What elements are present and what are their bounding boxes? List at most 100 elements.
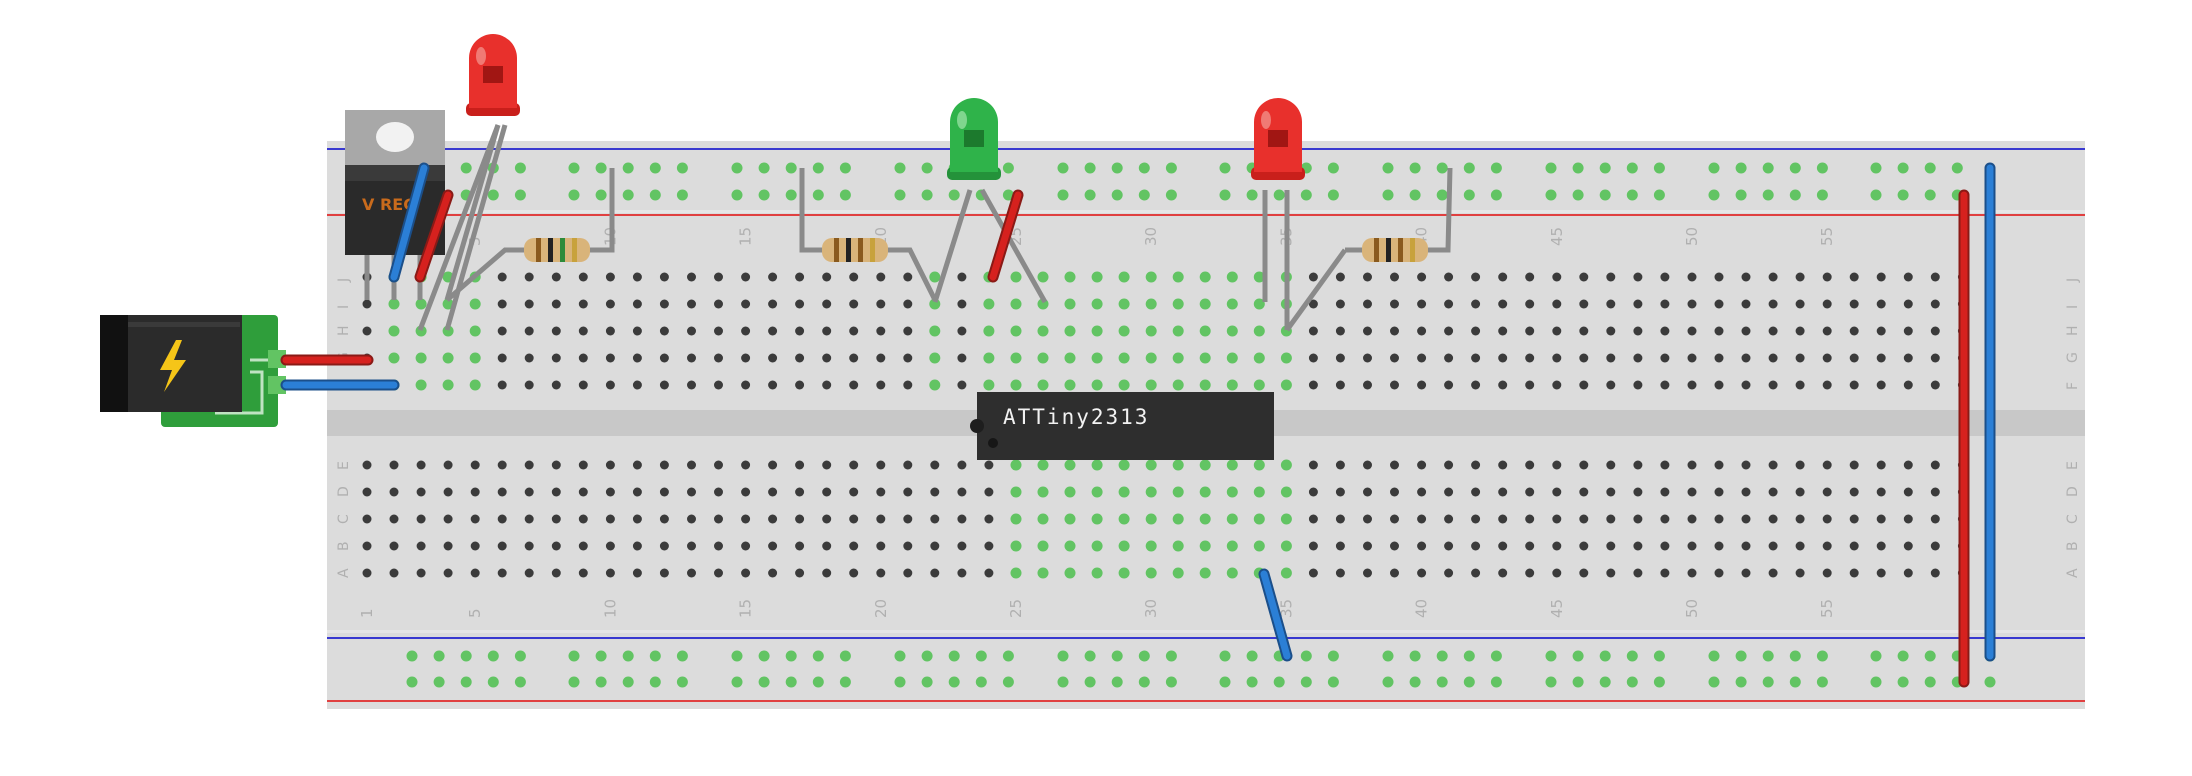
breadboard-hole [849, 272, 859, 282]
breadboard-hole [1795, 272, 1805, 282]
breadboard-hole [469, 379, 481, 391]
led-green-shine [957, 111, 967, 129]
breadboard-hole [1253, 352, 1265, 364]
power-jack [100, 315, 286, 427]
breadboard-hole [1226, 540, 1238, 552]
rail-hole [1653, 676, 1665, 688]
rail-hole [785, 189, 797, 201]
breadboard-hole [687, 541, 696, 551]
breadboard-hole [1091, 567, 1103, 579]
led-green-leg-1 [932, 189, 973, 303]
breadboard-hole [1498, 272, 1508, 282]
breadboard-hole [1849, 487, 1859, 497]
breadboard-hole [876, 541, 886, 551]
breadboard-hole [551, 541, 561, 551]
breadboard-hole [362, 487, 372, 497]
breadboard-hole [849, 326, 859, 336]
rail-hole [460, 162, 472, 174]
breadboard-hole [1091, 459, 1103, 471]
breadboard-hole [687, 380, 696, 390]
rail-hole [812, 650, 824, 662]
breadboard-hole [442, 298, 454, 310]
breadboard-hole [687, 299, 696, 309]
rail-hole [1111, 650, 1123, 662]
breadboard-hole [1687, 460, 1697, 470]
breadboard-hole [497, 514, 507, 524]
breadboard-hole [524, 326, 534, 336]
breadboard-hole [984, 514, 994, 524]
rail-hole [1599, 162, 1611, 174]
led-left-leg-2 [444, 124, 508, 331]
breadboard-hole [1660, 514, 1670, 524]
breadboard-hole [1280, 352, 1292, 364]
row-letter: H [336, 325, 352, 336]
breadboard-hole [659, 272, 669, 282]
breadboard-hole [1363, 299, 1372, 309]
column-number-top: 50 [1683, 227, 1701, 246]
breadboard-hole [957, 299, 967, 309]
breadboard-hole [659, 541, 669, 551]
breadboard-hole [876, 568, 886, 578]
breadboard-hole [1037, 325, 1049, 337]
rail-hole [487, 676, 499, 688]
ic-label: ATTiny2313 [1003, 405, 1150, 429]
breadboard-hole [524, 541, 534, 551]
breadboard-hole [605, 380, 615, 390]
rail-hole [1924, 189, 1936, 201]
breadboard-hole [1172, 540, 1184, 552]
breadboard-hole [1903, 541, 1913, 551]
power-jack-pad-1 [268, 350, 286, 368]
breadboard-hole [1390, 326, 1399, 336]
led-red-left [466, 34, 520, 116]
rail-hole [1870, 162, 1882, 174]
breadboard-hole [1498, 299, 1508, 309]
row-letter: C [336, 514, 352, 524]
breadboard-hole [849, 541, 859, 551]
breadboard-hole [741, 514, 751, 524]
rail-hole [1653, 189, 1665, 201]
breadboard-hole [1822, 353, 1832, 363]
breadboard-hole [957, 326, 967, 336]
breadboard-holes [362, 162, 1996, 688]
breadboard-hole [443, 541, 453, 551]
rail-hole [839, 162, 851, 174]
wire-red-led-core [989, 191, 1022, 281]
breadboard-hole [1010, 567, 1022, 579]
rail-hole [1545, 676, 1557, 688]
rail-hole [433, 650, 445, 662]
breadboard-hole [1660, 380, 1670, 390]
breadboard-hole [416, 541, 426, 551]
breadboard-hole [1687, 380, 1697, 390]
breadboard-hole [1280, 540, 1292, 552]
breadboard-hole [551, 353, 561, 363]
breadboard-hole [957, 380, 967, 390]
breadboard-hole [497, 326, 507, 336]
breadboard-hole [876, 299, 886, 309]
breadboard-hole [929, 379, 941, 391]
row-letter: F [2065, 382, 2081, 390]
wires [280, 162, 1996, 688]
breadboard-hole [497, 568, 507, 578]
rail-hole [1409, 650, 1421, 662]
breadboard-hole [659, 353, 669, 363]
breadboard-hole [795, 568, 805, 578]
breadboard-hole [1741, 299, 1751, 309]
rail-hole [1708, 676, 1720, 688]
breadboard-hole [1091, 513, 1103, 525]
breadboard-hole [1145, 567, 1157, 579]
breadboard-hole [822, 326, 832, 336]
breadboard-hole [957, 568, 967, 578]
breadboard-hole [1552, 380, 1562, 390]
breadboard-hole [470, 487, 480, 497]
breadboard-hole [1768, 299, 1778, 309]
resistor-band [1386, 238, 1391, 262]
rail-hole [894, 676, 906, 688]
resistor-lead [445, 247, 524, 302]
rail-hole [894, 650, 906, 662]
rail-hole [1382, 189, 1394, 201]
breadboard-hole [1903, 299, 1913, 309]
breadboard-hole [1660, 326, 1670, 336]
breadboard-hole [1064, 459, 1076, 471]
resistor-band [834, 238, 839, 262]
breadboard-hole [1145, 486, 1157, 498]
